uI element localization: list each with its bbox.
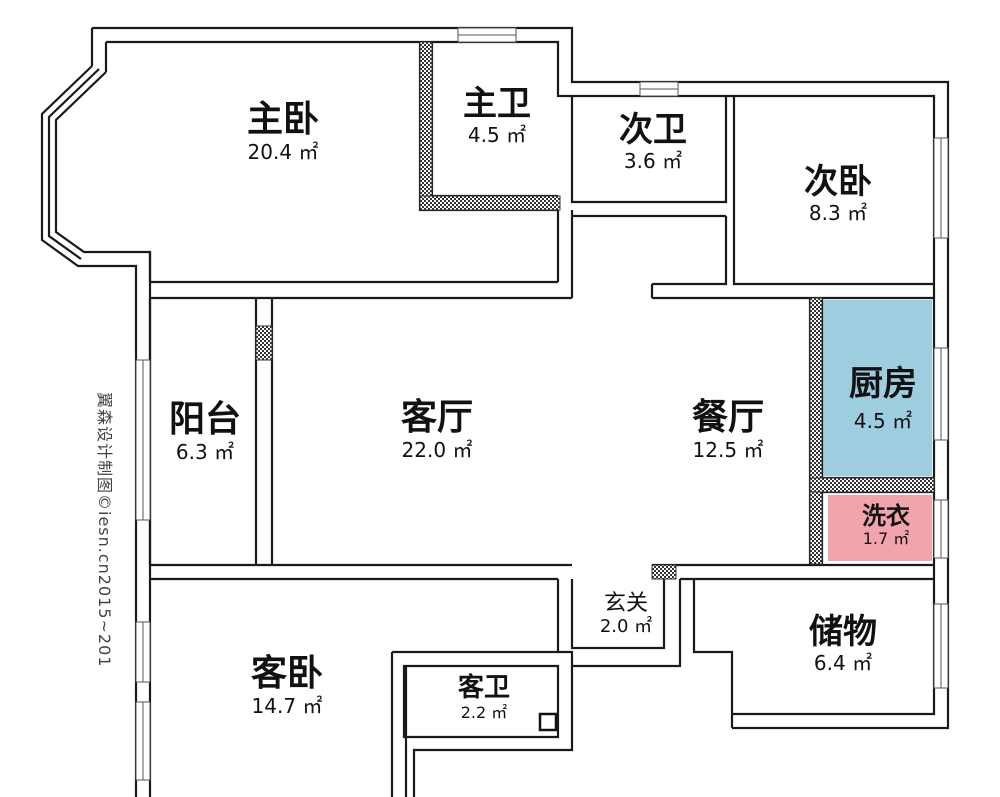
laundry-fill <box>828 495 932 561</box>
room-name: 客卧 <box>250 653 324 694</box>
room-name: 客厅 <box>400 397 474 438</box>
room-kitchen: 厨房 4.5 ㎡ <box>849 364 917 434</box>
windows <box>135 27 949 781</box>
walls <box>40 26 950 797</box>
room-name: 次卫 <box>619 110 687 150</box>
room-master-bedroom: 主卧 20.4 ㎡ <box>247 100 319 164</box>
room-second-bedroom: 次卧 8.3 ㎡ <box>804 162 872 226</box>
room-balcony: 阳台 6.3 ㎡ <box>169 400 241 464</box>
room-area: 14.7 ㎡ <box>251 693 323 718</box>
watermark: 翼森设计制图©iesn.cn2015~201 <box>95 392 114 668</box>
room-name: 主卧 <box>246 99 320 140</box>
room-entrance: 玄关 2.0 ㎡ <box>599 591 653 638</box>
room-area: 6.4 ㎡ <box>813 651 873 676</box>
room-master-bath: 主卫 4.5 ㎡ <box>463 84 531 148</box>
room-name: 储物 <box>809 612 877 652</box>
room-guest-bedroom: 客卧 14.7 ㎡ <box>251 654 323 718</box>
room-storage: 储物 6.4 ㎡ <box>809 612 877 676</box>
room-area: 3.6 ㎡ <box>623 149 683 174</box>
room-name: 阳台 <box>168 399 242 440</box>
room-name: 次卧 <box>804 162 872 202</box>
room-area: 22.0 ㎡ <box>401 437 473 462</box>
guest-bath-fixture <box>538 712 558 732</box>
room-name: 餐厅 <box>691 397 765 438</box>
room-name: 洗衣 <box>862 502 910 530</box>
room-area: 1.7 ㎡ <box>862 529 910 549</box>
kitchen-fill <box>822 300 932 476</box>
room-name: 客卫 <box>457 673 511 703</box>
room-area: 20.4 ㎡ <box>247 139 319 164</box>
room-area: 2.2 ㎡ <box>460 702 508 722</box>
room-area: 12.5 ㎡ <box>692 437 764 462</box>
columns <box>255 41 935 580</box>
room-area: 2.0 ㎡ <box>599 616 653 638</box>
room-dining-room: 餐厅 12.5 ㎡ <box>692 398 764 462</box>
room-area: 4.5 ㎡ <box>467 123 527 148</box>
room-living-room: 客厅 22.0 ㎡ <box>401 398 473 462</box>
room-laundry: 洗衣 1.7 ㎡ <box>862 503 910 549</box>
room-name: 厨房 <box>849 364 917 404</box>
room-name: 主卫 <box>463 84 531 124</box>
room-name: 玄关 <box>603 591 649 616</box>
room-second-bath: 次卫 3.6 ㎡ <box>619 110 687 174</box>
room-area: 8.3 ㎡ <box>808 201 868 226</box>
room-area: 6.3 ㎡ <box>175 439 235 464</box>
room-guest-bath: 客卫 2.2 ㎡ <box>458 674 510 722</box>
room-area: 4.5 ㎡ <box>853 409 913 434</box>
